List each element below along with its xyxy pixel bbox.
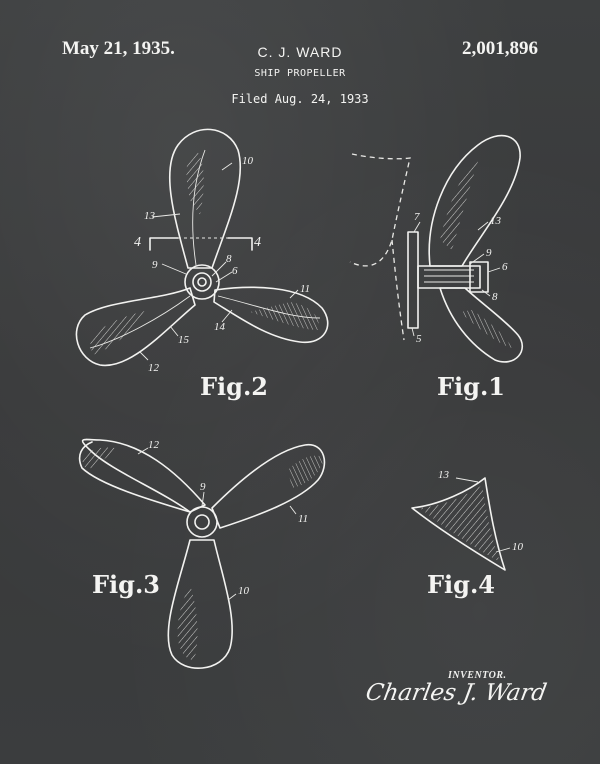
fig2-ref-9: 9	[152, 259, 158, 271]
fig3-drawing: 12 9 11 10	[78, 438, 326, 669]
fig2-ref-15: 15	[178, 334, 190, 346]
fig1-ref-13: 13	[490, 215, 502, 227]
fig2-drawing: 10 13 4 4 9 8 6 11 14 15 12	[75, 128, 329, 374]
fig2-ref-6: 6	[232, 265, 238, 277]
fig1-ref-9: 9	[486, 247, 492, 259]
fig2-ref-12: 12	[148, 362, 160, 374]
fig3-ref-12: 12	[148, 439, 160, 451]
fig1-ref-6: 6	[502, 261, 508, 273]
fig4-ref-13: 13	[438, 469, 450, 481]
inventor-caption: INVENTOR.	[448, 670, 507, 681]
fig3-label: Fig.3	[92, 570, 160, 599]
filed-date: Filed Aug. 24, 1933	[231, 92, 369, 106]
fig2-label: Fig.2	[200, 372, 268, 401]
patent-title: SHIP PROPELLER	[254, 68, 346, 79]
fig1-ref-5: 5	[416, 333, 422, 345]
fig2-ref-11: 11	[300, 283, 310, 295]
fig2-ref-4-right: 4	[254, 235, 261, 250]
inventor-name: C. J. WARD	[257, 44, 343, 60]
fig4-label: Fig.4	[427, 570, 495, 599]
fig4-ref-10: 10	[512, 541, 524, 553]
fig1-label: Fig.1	[437, 372, 505, 401]
inventor-signature: Charles J. Ward	[363, 680, 549, 706]
fig2-ref-13: 13	[144, 210, 156, 222]
fig3-ref-11: 11	[298, 513, 308, 525]
fig1-ref-7: 7	[414, 211, 420, 223]
fig4-drawing: 13 10	[411, 469, 524, 571]
fig1-ref-8: 8	[492, 291, 498, 303]
fig2-ref-8: 8	[226, 253, 232, 265]
fig3-ref-9: 9	[200, 481, 206, 493]
fig2-ref-14: 14	[214, 321, 226, 333]
fig3-ref-10: 10	[238, 585, 250, 597]
fig2-ref-10: 10	[242, 155, 254, 167]
fig1-drawing: 7 13 9 6 8 5	[349, 134, 524, 363]
fig2-ref-4-left: 4	[134, 235, 141, 250]
patent-number: 2,001,896	[462, 38, 538, 59]
patent-date: May 21, 1935.	[62, 38, 175, 59]
